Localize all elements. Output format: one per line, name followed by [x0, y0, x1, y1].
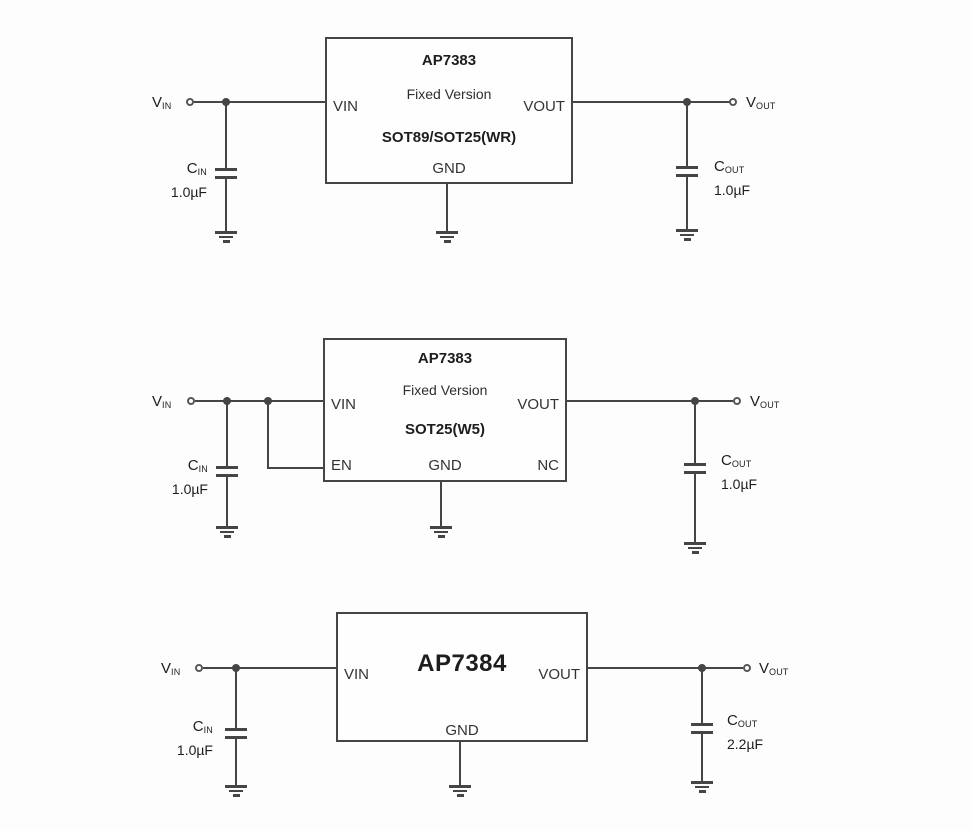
wire — [573, 101, 731, 103]
ic-box: AP7383 Fixed Version VIN VOUT SOT89/SOT2… — [325, 37, 573, 184]
wire — [226, 477, 228, 527]
ground-symbol — [215, 231, 237, 245]
cout-label-group: COUT 2.2µF — [727, 712, 763, 753]
vout-signal-label: VOUT — [750, 393, 780, 410]
ground-symbol — [691, 781, 713, 795]
capacitor-cout — [684, 463, 706, 474]
cin-name: CIN — [186, 160, 207, 177]
wire — [446, 184, 448, 232]
vin-signal-label: VIN — [161, 660, 181, 677]
wire — [686, 177, 688, 230]
wire — [686, 103, 688, 166]
wire — [694, 474, 696, 543]
cout-name: COUT — [714, 158, 745, 175]
wire — [235, 739, 237, 786]
junction-dot — [683, 98, 691, 106]
cin-label-group: CIN 1.0µF — [146, 718, 213, 759]
cin-label-group: CIN 1.0µF — [141, 457, 208, 498]
ground-symbol — [449, 785, 471, 799]
junction-dot — [691, 397, 699, 405]
junction-dot — [223, 397, 231, 405]
pin-label-gnd: GND — [428, 457, 462, 474]
wire — [567, 400, 733, 402]
ic-title: AP7384 — [417, 650, 507, 677]
junction-dot — [222, 98, 230, 106]
input-terminal — [187, 397, 195, 405]
junction-dot — [264, 397, 272, 405]
vout-signal-label: VOUT — [759, 660, 789, 677]
cout-name: COUT — [721, 452, 752, 469]
capacitor-cout — [676, 166, 698, 177]
wire — [225, 103, 227, 168]
vin-signal-label: VIN — [152, 393, 172, 410]
pin-label-nc: NC — [537, 457, 559, 474]
capacitor-cin — [215, 168, 237, 179]
cout-value: 2.2µF — [727, 736, 764, 752]
ground-symbol — [225, 785, 247, 799]
wire — [195, 400, 323, 402]
pin-label-vout: VOUT — [517, 396, 559, 413]
ic-box: AP7384 VIN VOUT GND — [336, 612, 588, 742]
output-terminal — [743, 664, 751, 672]
ic-box: AP7383 Fixed Version VIN VOUT SOT25(W5) … — [323, 338, 567, 482]
ic-subtitle: Fixed Version — [402, 382, 488, 398]
cout-name: COUT — [727, 712, 758, 729]
wire — [459, 742, 461, 786]
pin-label-vout: VOUT — [523, 98, 565, 115]
pin-label-gnd: GND — [445, 722, 479, 739]
ground-symbol — [684, 542, 706, 556]
capacitor-cin — [216, 466, 238, 477]
wire — [440, 482, 442, 527]
wire — [194, 101, 325, 103]
ground-symbol — [430, 526, 452, 540]
wire — [225, 179, 227, 232]
output-terminal — [729, 98, 737, 106]
wire-en-branch — [267, 467, 323, 469]
junction-dot — [698, 664, 706, 672]
wire-en-branch — [267, 402, 269, 469]
capacitor-cout — [691, 723, 713, 734]
wire — [226, 402, 228, 466]
pin-label-gnd: GND — [432, 160, 466, 177]
ic-title: AP7383 — [417, 350, 473, 367]
pin-label-vout: VOUT — [538, 666, 580, 683]
cin-name: CIN — [192, 718, 213, 735]
wire — [203, 667, 336, 669]
cout-value: 1.0µF — [721, 476, 758, 492]
input-terminal — [186, 98, 194, 106]
cout-label-group: COUT 1.0µF — [714, 158, 750, 199]
cin-label-group: CIN 1.0µF — [140, 160, 207, 201]
wire — [694, 402, 696, 463]
wire — [701, 734, 703, 782]
junction-dot — [232, 664, 240, 672]
ground-symbol — [216, 526, 238, 540]
cin-name: CIN — [187, 457, 208, 474]
vout-signal-label: VOUT — [746, 94, 776, 111]
wire — [701, 669, 703, 723]
ic-title: AP7383 — [421, 52, 477, 69]
pin-label-vin: VIN — [344, 666, 370, 683]
ic-package: SOT89/SOT25(WR) — [381, 129, 517, 146]
ground-symbol — [436, 231, 458, 245]
ground-symbol — [676, 229, 698, 243]
cout-label-group: COUT 1.0µF — [721, 452, 757, 493]
pin-label-vin: VIN — [333, 98, 359, 115]
capacitor-cin — [225, 728, 247, 739]
input-terminal — [195, 664, 203, 672]
ic-package: SOT25(W5) — [404, 421, 485, 438]
wire — [588, 667, 743, 669]
ic-subtitle: Fixed Version — [406, 86, 492, 102]
output-terminal — [733, 397, 741, 405]
cin-value: 1.0µF — [171, 481, 208, 497]
wire — [235, 669, 237, 728]
cout-value: 1.0µF — [714, 182, 751, 198]
pin-label-vin: VIN — [331, 396, 357, 413]
vin-signal-label: VIN — [152, 94, 172, 111]
pin-label-en: EN — [331, 457, 352, 474]
cin-value: 1.0µF — [176, 742, 213, 758]
cin-value: 1.0µF — [170, 184, 207, 200]
